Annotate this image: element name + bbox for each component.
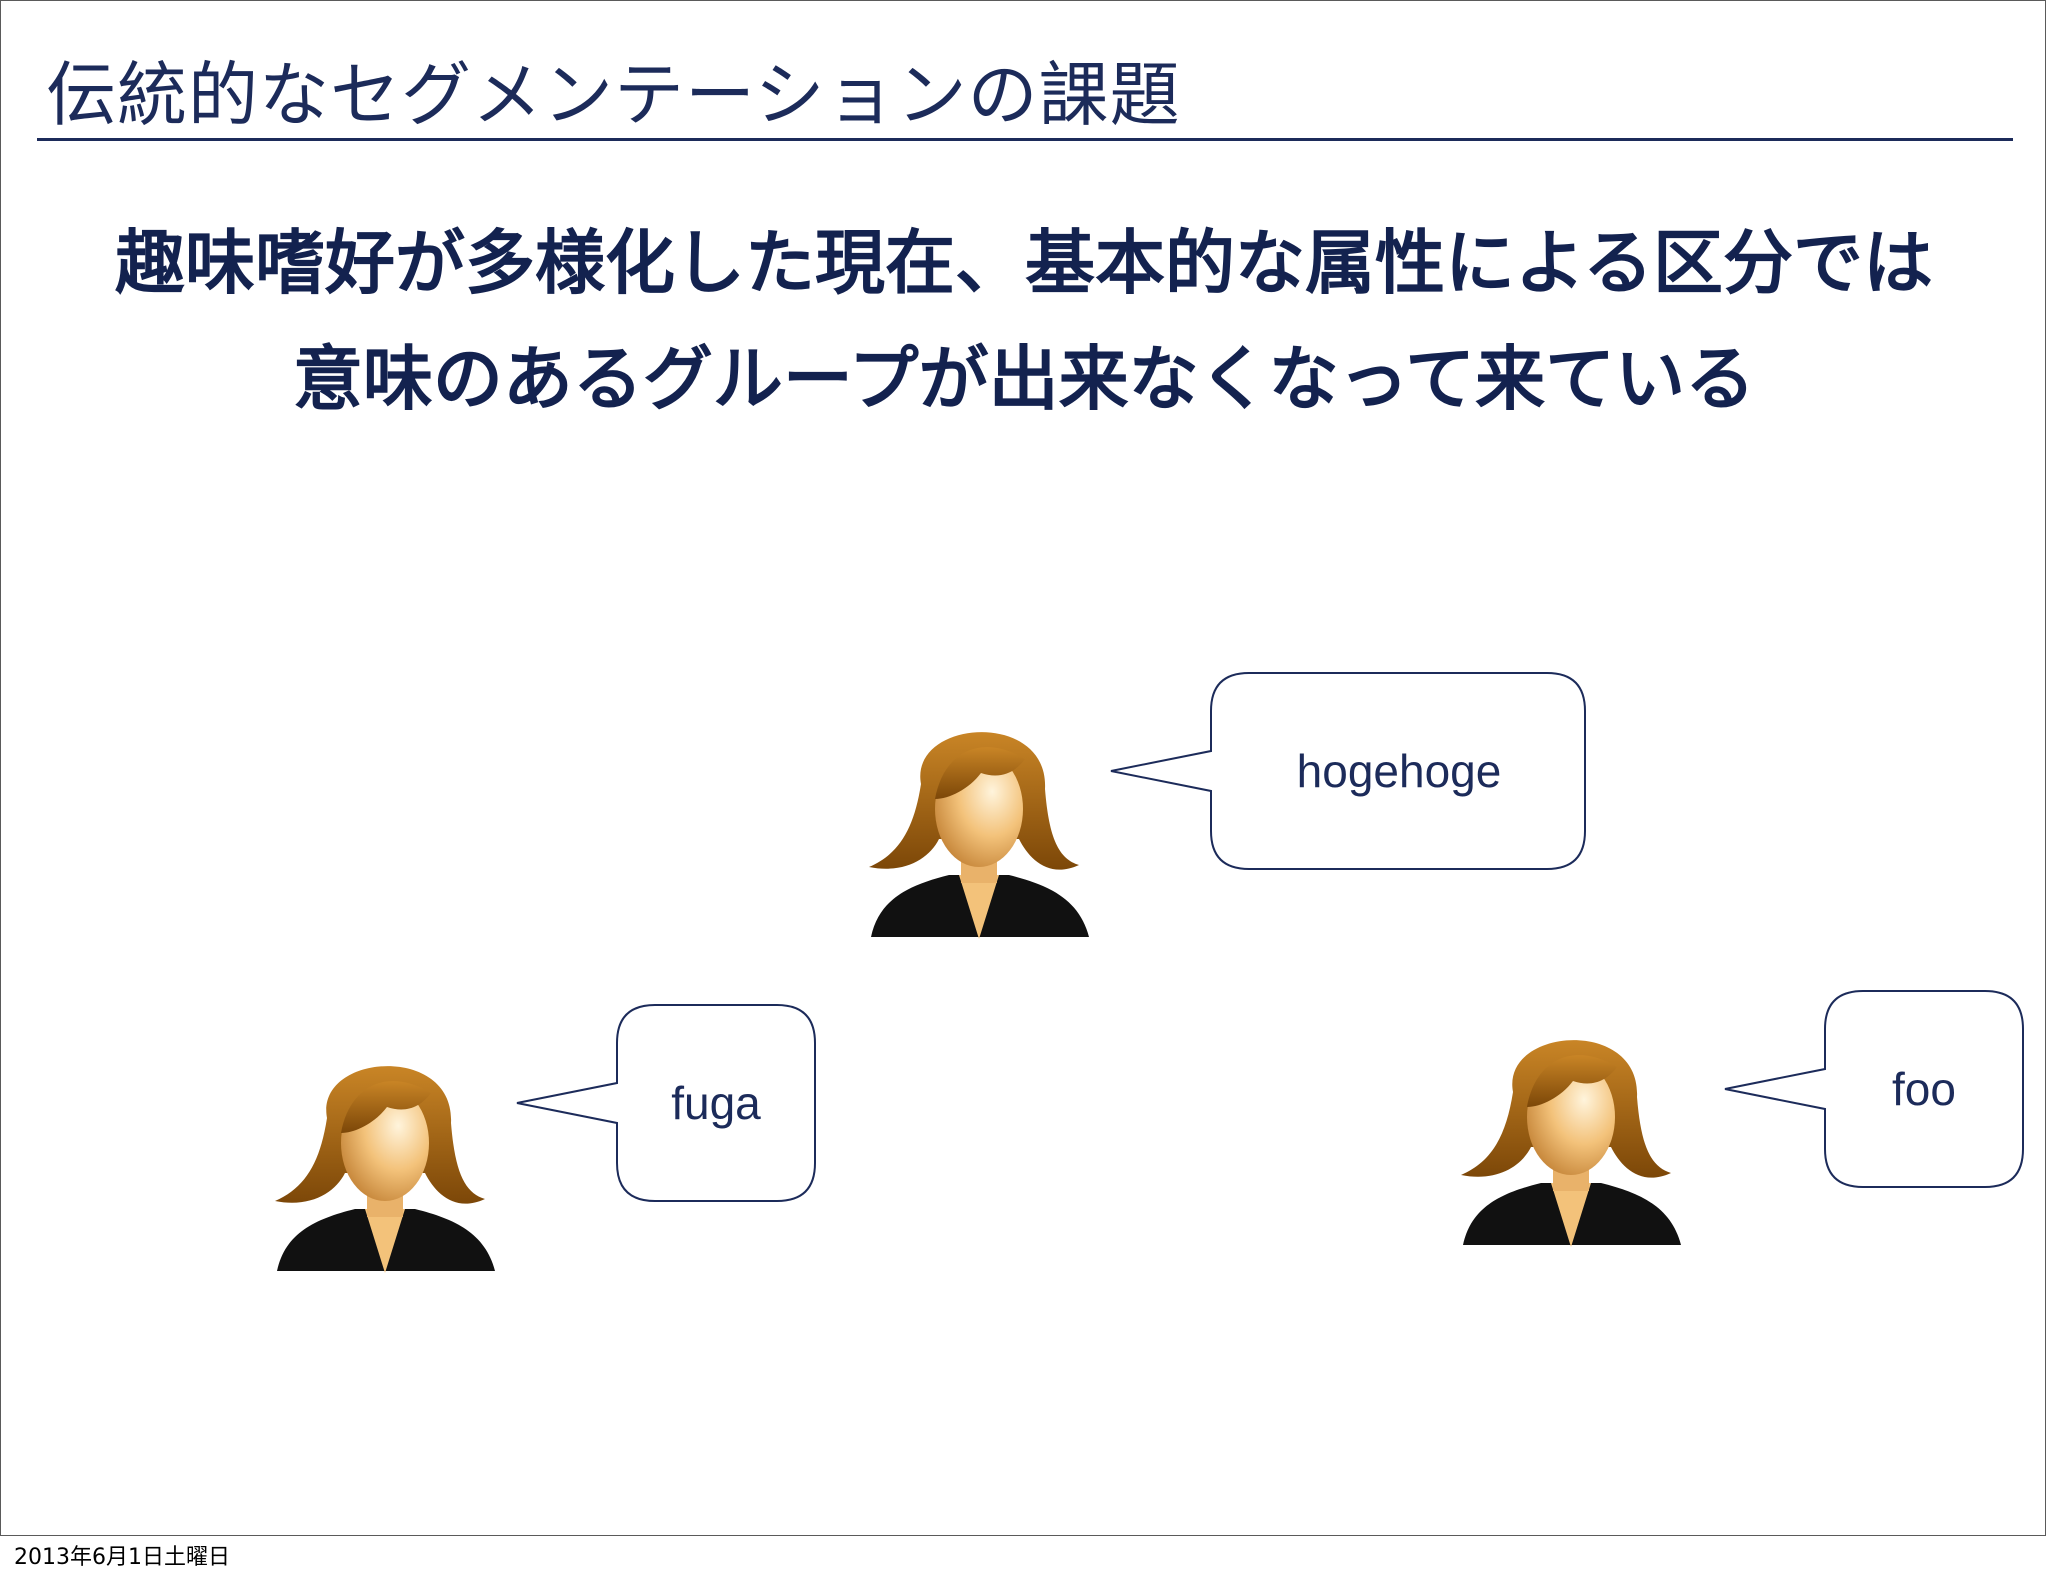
speech-text: foo <box>1892 1063 1956 1115</box>
woman-avatar-icon <box>255 1023 515 1283</box>
speech-bubble-shape <box>1724 990 2024 1188</box>
footer-date: 2013年6月1日土曜日 <box>14 1545 230 1570</box>
woman-avatar-graphic <box>275 1066 495 1273</box>
speech-bubble-shape <box>516 1004 816 1202</box>
slide-title: 伝統的なセグメンテーションの課題 <box>46 54 1181 136</box>
speech-text: hogehoge <box>1296 745 1502 797</box>
speech-bubble-shape <box>1110 672 1586 870</box>
headline-line-1: 趣味嗜好が多様化した現在、基本的な属性による区分では <box>115 222 1933 304</box>
headline-line-2: 意味のあるグループが出来なくなって来ている <box>292 338 1756 420</box>
speech-text: fuga <box>671 1077 761 1129</box>
woman-avatar-icon <box>849 689 1109 949</box>
woman-avatar-graphic <box>1461 1040 1681 1247</box>
slide: 伝統的なセグメンテーションの課題 趣味嗜好が多様化した現在、基本的な属性による区… <box>0 0 2046 1536</box>
woman-avatar-icon <box>1441 997 1701 1257</box>
title-divider <box>37 138 2013 141</box>
woman-avatar-graphic <box>869 732 1089 939</box>
